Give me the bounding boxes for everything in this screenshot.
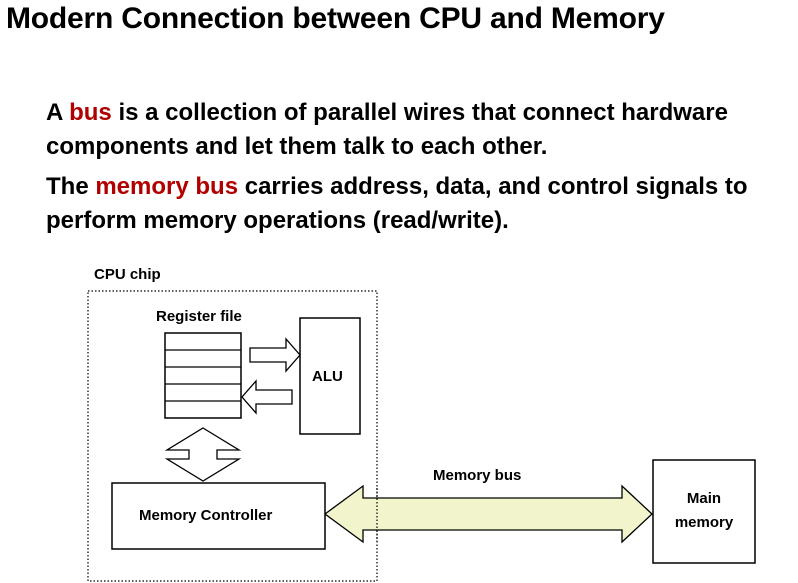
bullet-list: A bus is a collection of parallel wires …: [46, 96, 786, 244]
alu-label: ALU: [312, 368, 343, 385]
main-memory-label-line2: memory: [674, 514, 734, 531]
bullet2-rest: carries address, data, and control signa…: [46, 173, 748, 234]
bullet-memory-bus-definition: The memory bus carries address, data, an…: [46, 170, 786, 238]
slide-title: Modern Connection between CPU and Memory: [6, 2, 665, 35]
memory-controller-box: [111, 482, 326, 550]
bullet2-highlight: memory bus: [95, 173, 239, 200]
cpu-chip-boundary: [87, 290, 378, 582]
alu-box: [299, 317, 361, 435]
register-file: [164, 332, 242, 419]
register-file-label: Register file: [156, 308, 242, 325]
memory-controller-label: Memory Controller: [139, 507, 273, 524]
memory-bus-label: Memory bus: [433, 467, 522, 484]
cpu-chip-label: CPU chip: [94, 266, 161, 283]
arrow-alu-to-regfile: [241, 379, 293, 415]
bullet1-prefix: A: [46, 99, 70, 126]
bullet-bus-definition: A bus is a collection of parallel wires …: [46, 96, 786, 164]
main-memory-label-line1: Main: [686, 490, 722, 507]
bullet2-prefix: The: [46, 173, 96, 200]
bullet1-highlight: bus: [69, 99, 112, 126]
arrow-regfile-memctrl: [164, 427, 242, 482]
arrow-regfile-to-alu: [249, 337, 301, 373]
memory-bus-arrow: [323, 484, 653, 544]
main-memory-box: [652, 459, 756, 564]
bullet1-rest: is a collection of parallel wires that c…: [46, 99, 728, 160]
